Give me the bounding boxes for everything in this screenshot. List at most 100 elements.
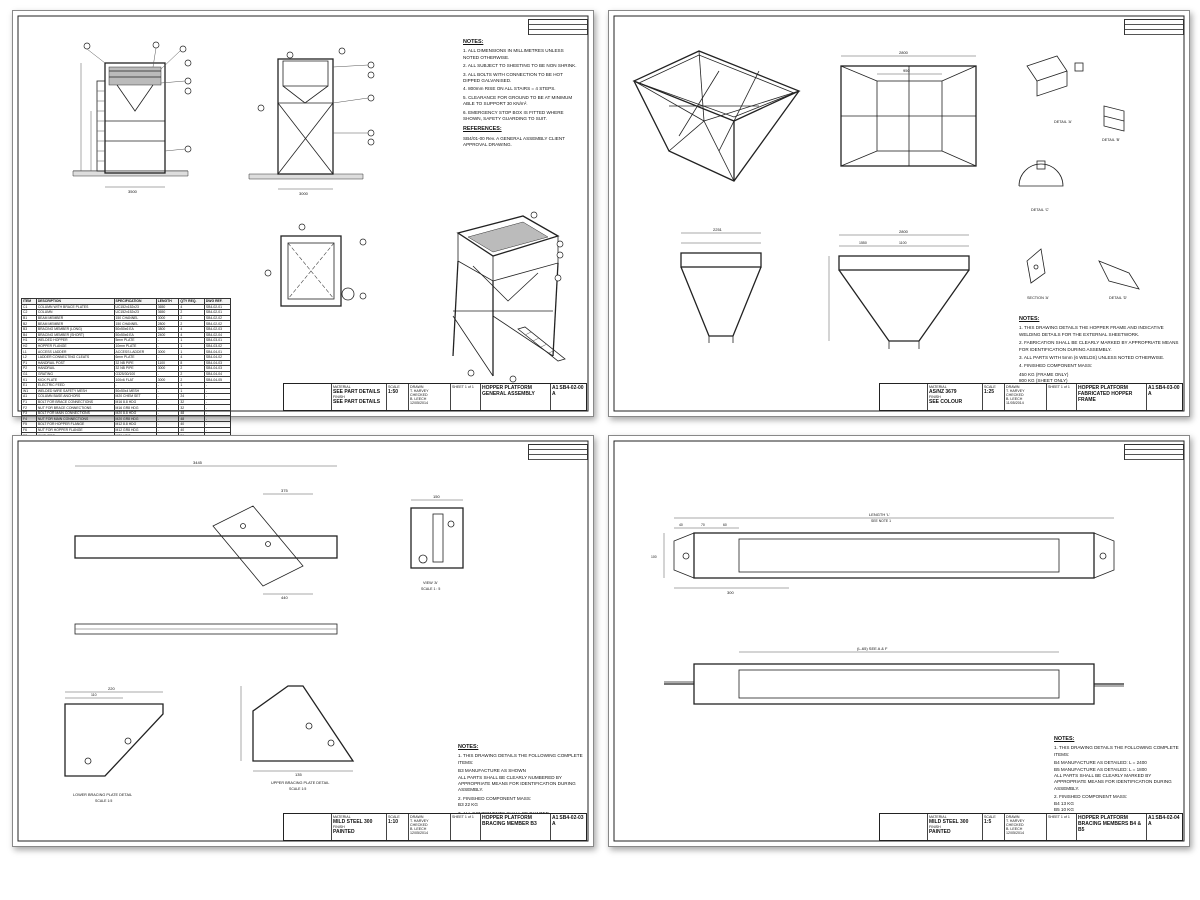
parts-cell: 50x50x6 EA bbox=[113, 326, 157, 333]
view-a-section: 150 VIEW 'A' SCALE 1 : 5 bbox=[410, 494, 464, 591]
hopper-frame-plan: 2800 950 bbox=[840, 50, 977, 167]
title-block: MATERIAL SEE PART DETAILS FINISH SEE PAR… bbox=[283, 383, 587, 411]
note-item: 1. THIS DRAWING DETAILS THE HOPPER FRAME… bbox=[1019, 325, 1164, 337]
parts-cell: - bbox=[203, 409, 232, 417]
parts-header-cell: LENGTH bbox=[155, 298, 180, 305]
drawing-number: SB4-02-00 bbox=[559, 385, 584, 391]
parts-cell: M16 GR8 HDG bbox=[113, 404, 157, 411]
note-item: 1. THIS DRAWING DETAILS THE FOLLOWING CO… bbox=[458, 753, 583, 765]
dim-height: 100 bbox=[651, 555, 657, 559]
drawing-sheet-general-assembly[interactable]: 3500 3000 bbox=[12, 10, 594, 439]
dim-view-width: 150 bbox=[433, 494, 440, 499]
parts-cell: 50x50x4 MESH bbox=[113, 387, 157, 395]
references-title: REFERENCES: bbox=[463, 126, 502, 133]
note-item: B4 13 KG bbox=[1054, 800, 1074, 806]
note-item: 5. CLEARANCE FOR GROUND TO BE AT MINIMUM… bbox=[463, 94, 573, 107]
sheet-label: SHEET bbox=[1048, 815, 1060, 819]
dim-upper-width: 135 bbox=[295, 772, 302, 777]
drawing-sheet-bracing-member-b4[interactable]: LENGTH 'L' SEE NOTE 1 40 70 60 300 100 (… bbox=[608, 435, 1190, 847]
parts-cell: SB4-02-01 bbox=[203, 303, 232, 311]
drawing-number: SB4-02-04 bbox=[1155, 815, 1180, 821]
sheet-total: 1 bbox=[471, 385, 474, 389]
dim-length: 3445 bbox=[193, 460, 203, 465]
parts-cell: SB4-02-02 bbox=[203, 314, 232, 322]
notes-title: NOTES: bbox=[463, 39, 484, 45]
drawn-value: T. HARVEY bbox=[410, 389, 429, 393]
sheet-size: A1 bbox=[552, 385, 559, 391]
detail-label: DETAIL 'D' bbox=[1109, 296, 1127, 300]
detail-label: DETAIL 'A' bbox=[1054, 120, 1072, 124]
note-item: 6. EMERGENCY STOP BOX IS FITTED WHERE SH… bbox=[463, 109, 564, 122]
scale-value: 1:25 bbox=[984, 389, 995, 395]
sheet-number: 1 bbox=[1060, 815, 1063, 819]
sheet-total: 1 bbox=[471, 815, 474, 819]
material-label: MATERIAL bbox=[929, 815, 947, 819]
hopper-frame-elevation-left: 2251 bbox=[680, 227, 762, 343]
parts-cell: SB4-04-02 bbox=[203, 353, 232, 361]
title-block: MATERIAL AS/NZ 3679 FINISH SEE COLOUR SC… bbox=[879, 383, 1183, 411]
revision: A bbox=[1148, 821, 1152, 827]
parts-cell: 5mm PLATE bbox=[113, 337, 157, 344]
parts-header-cell: DWG REF. bbox=[203, 298, 232, 305]
revision-table bbox=[528, 444, 588, 460]
parts-cell: - bbox=[203, 393, 232, 400]
note-item: ALL PARTS SHALL BE CLEARLY NUMBERED BY A… bbox=[458, 774, 576, 793]
dim-end-a: 40 bbox=[679, 523, 683, 527]
note-item: 3. ALL PARTS WITH 5mm (6 WELDS) UNLESS N… bbox=[1019, 355, 1165, 361]
dim-elev-seg: 1550 bbox=[859, 241, 867, 245]
drawing-sheet-hopper-frame[interactable]: 2800 950 2251 2800 1550 1100 bbox=[608, 10, 1190, 417]
parts-cell: - bbox=[155, 381, 180, 389]
sheet-of: of bbox=[1063, 385, 1067, 389]
date-value: 12/05/2014 bbox=[410, 831, 428, 835]
parts-header-cell: SPECIFICATION bbox=[113, 298, 157, 305]
parts-header-row: ITEM DESCRIPTION SPECIFICATION LENGTH QT… bbox=[21, 298, 232, 305]
sheet-label: SHEET bbox=[1048, 385, 1060, 389]
parts-cell: 10mm PLATE bbox=[113, 342, 157, 350]
drawn-label: DRAWN bbox=[1006, 815, 1020, 819]
parts-cell: SB4-04-03 bbox=[203, 365, 232, 372]
lower-plate-title: LOWER BRACING PLATE DETAIL bbox=[73, 793, 132, 797]
drawing-title: HOPPER PLATFORM FABRICATED HOPPER FRAME bbox=[1078, 385, 1133, 403]
sheet-total: 1 bbox=[1067, 815, 1070, 819]
drawn-label: DRAWN bbox=[1006, 385, 1020, 389]
dim-end-c: 60 bbox=[723, 523, 727, 527]
lower-plate-detail: 220 110 LOWER BRACING PLATE DETAIL SCALE… bbox=[64, 686, 164, 803]
checked-value: B. LEECH bbox=[1006, 397, 1023, 401]
dim-inner: (L-65) SEE A & F bbox=[857, 646, 888, 651]
parts-cell: M12 GR8 HDG bbox=[113, 426, 157, 434]
sheet-total: 1 bbox=[1067, 385, 1070, 389]
parts-cell: - bbox=[203, 398, 232, 406]
parts-cell: SB4-04-05 bbox=[203, 376, 232, 383]
isometric-view bbox=[452, 211, 566, 383]
checked-value: B. LEECH bbox=[410, 827, 427, 831]
scale-label: SCALE bbox=[984, 385, 996, 389]
date-value: 12/05/2014 bbox=[410, 401, 428, 405]
checked-value: B. LEECH bbox=[1006, 827, 1023, 831]
drawn-label: DRAWN bbox=[410, 385, 424, 389]
parts-cell: M12 8.8 HDG bbox=[113, 421, 157, 428]
note-item: B3 MANUFACTURE AS SHOWN bbox=[458, 768, 526, 774]
parts-cell: SB4-04-01 bbox=[203, 348, 232, 355]
dim-elev-right-width: 2800 bbox=[899, 229, 909, 234]
drawing-sheet-bracing-plates[interactable]: 3445 375 440 150 VIEW 'A' SCALE 1 : 5 22… bbox=[12, 435, 594, 847]
parts-cell: - bbox=[155, 421, 180, 428]
material-value: MILD STEEL 300 bbox=[929, 819, 969, 825]
note-item: 4. 800mm RISE ON ALL STAIRS = 4 STEPS. bbox=[463, 86, 556, 92]
note-item: B3 22 KG bbox=[458, 802, 478, 808]
parts-cell: - bbox=[155, 387, 180, 395]
parts-cell: 3650 bbox=[155, 303, 180, 311]
see-note: SEE NOTE 1 bbox=[871, 519, 891, 523]
finish-value: SEE PART DETAILS bbox=[333, 399, 381, 405]
scale-label: SCALE bbox=[984, 815, 996, 819]
upper-plate-detail: 135 UPPER BRACING PLATE DETAIL SCALE 1:5 bbox=[240, 685, 355, 791]
